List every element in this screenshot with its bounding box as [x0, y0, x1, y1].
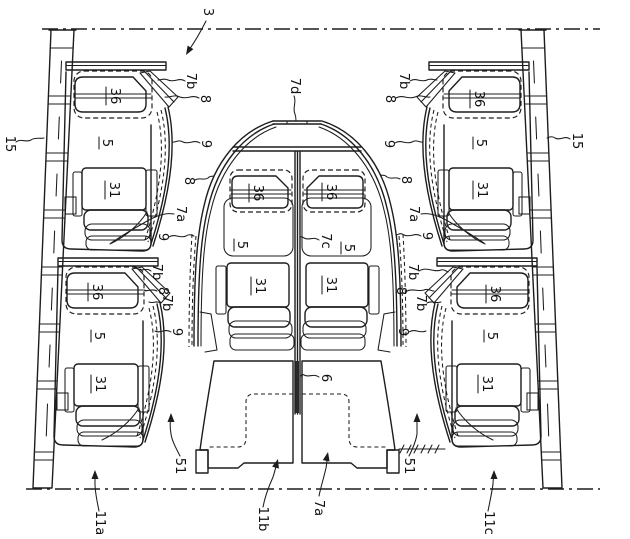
ref-31-lr: 31 — [479, 376, 494, 393]
ref-8-ll: 8 — [155, 287, 170, 295]
ref-7d: 7d — [287, 78, 302, 95]
ref-8-pod-left: 8 — [181, 177, 196, 185]
ref-31-pod-right: 31 — [323, 277, 338, 294]
ref-8-ul: 8 — [197, 95, 212, 103]
ref-5-ll: 5 — [91, 332, 106, 340]
ref-5-lr: 5 — [484, 332, 499, 340]
ref-7b-ur: 7b — [396, 73, 411, 90]
ref-7a-ul: 7a — [173, 206, 188, 222]
ref-31-pod-left: 31 — [252, 278, 267, 295]
ref-15-left: 15 — [2, 136, 17, 153]
leader-lines — [15, 20, 571, 512]
ref-36-pod-left: 36 — [250, 185, 265, 202]
ref-7b-ll-upper: 7b — [149, 264, 164, 281]
floor-tick-line — [398, 444, 446, 454]
center-pod-left-half — [188, 120, 295, 474]
ref-31-ur: 31 — [474, 182, 489, 199]
ref-8-ur: 8 — [382, 95, 397, 103]
ref-11a: 11a — [92, 511, 107, 536]
ref-36-ll: 36 — [89, 284, 104, 301]
suite-lower-right — [424, 257, 542, 448]
ref-9-ll: 9 — [169, 328, 184, 336]
ref-7a-bottom: 7a — [311, 500, 326, 516]
ref-5-ul: 5 — [99, 139, 114, 147]
ref-36-pod-right: 36 — [323, 184, 338, 201]
ref-7b-lr-upper: 7b — [405, 264, 420, 281]
ref-36-ul: 36 — [107, 88, 122, 105]
ref-7b-lr-lower: 7b — [413, 295, 428, 312]
ref-31-ll: 31 — [92, 376, 107, 393]
ref-7b-ll-lower: 7b — [159, 295, 174, 312]
ref-36-lr: 36 — [487, 286, 502, 303]
suite-lower-left — [53, 257, 171, 448]
ref-15-right: 15 — [569, 133, 584, 150]
refnum-underlines — [87, 86, 487, 394]
ref-9-pod-right: 9 — [419, 232, 434, 240]
ref-7a-ur: 7a — [406, 206, 421, 222]
ref-7b-ul: 7b — [183, 73, 198, 90]
ref-5-pod-left: 5 — [234, 241, 249, 249]
ref-36-ur: 36 — [471, 91, 486, 108]
ref-11c: 11c — [481, 511, 496, 535]
ref-9-pod-left: 9 — [155, 233, 170, 241]
ref-3: 3 — [200, 8, 215, 16]
ref-6: 6 — [318, 374, 333, 382]
center-pod-right-half — [300, 120, 407, 474]
callout-labels: 3 15 15 7b 8 9 7a 7b 8 9 7a 7d 7c 8 8 9 … — [2, 8, 584, 535]
ref-11b: 11b — [255, 507, 270, 532]
center-pod-details — [232, 120, 362, 415]
ref-8-pod-right: 8 — [398, 176, 413, 184]
ref-8-lr: 8 — [393, 287, 408, 295]
ref-31-ul: 31 — [106, 182, 121, 199]
seat-reference-numerals: 36 5 31 36 5 31 36 5 31 36 5 31 36 5 31 … — [89, 88, 502, 393]
ref-9-lr: 9 — [395, 328, 410, 336]
ref-9-ul: 9 — [198, 140, 213, 148]
ref-5-pod-right: 5 — [341, 244, 356, 252]
ref-5-ur: 5 — [473, 139, 488, 147]
ref-7c: 7c — [318, 233, 333, 248]
ref-9-ur: 9 — [381, 140, 396, 148]
ref-51-left: 51 — [172, 458, 187, 475]
ref-51-right: 51 — [401, 458, 416, 475]
